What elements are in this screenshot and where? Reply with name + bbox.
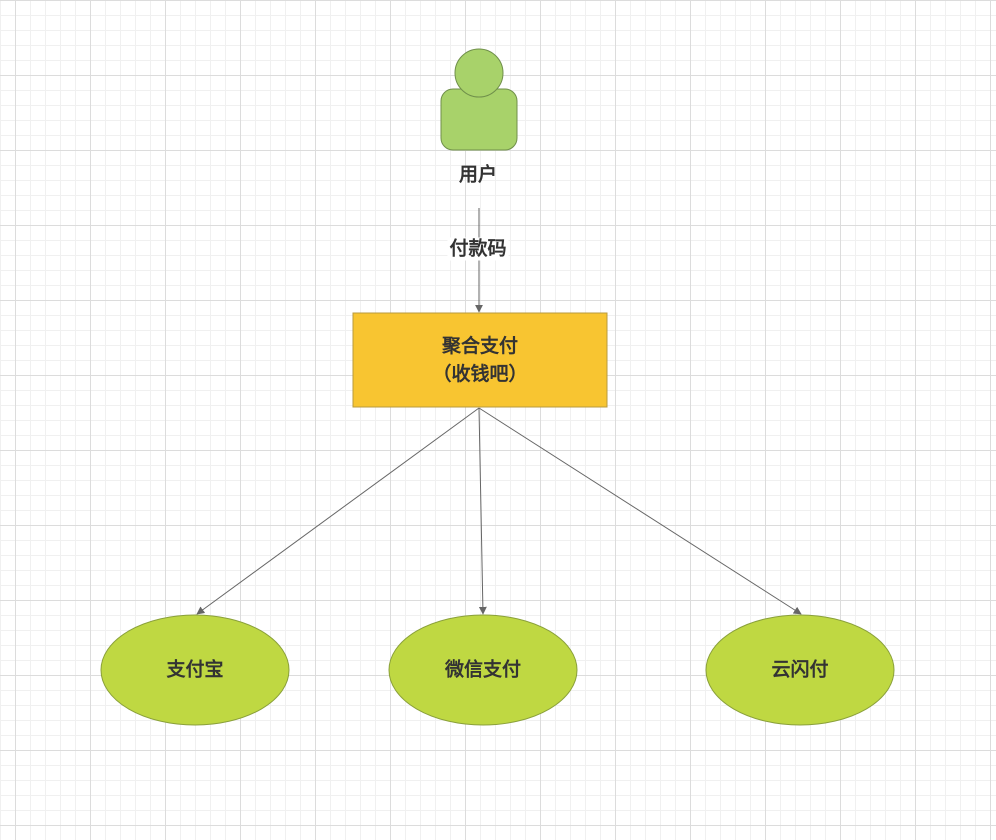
alipay-label: 支付宝: [166, 658, 224, 681]
alipay-node[interactable]: [100, 614, 290, 726]
wechat-label: 微信支付: [444, 658, 522, 681]
edge-hub-to-unionpay: [478, 407, 802, 615]
wechat-node[interactable]: [388, 614, 578, 726]
hub-label-line1: 聚合支付: [441, 335, 519, 357]
user-label: 用户: [458, 163, 498, 186]
hub-box[interactable]: [352, 312, 608, 408]
edge-hub-to-alipay: [196, 407, 480, 615]
unionpay-label: 云闪付: [771, 658, 829, 681]
edge-hub-to-wechat: [478, 407, 487, 615]
hub-label-line2: （收钱吧）: [432, 363, 528, 385]
hub-label: 聚合支付 （收钱吧）: [432, 332, 527, 388]
user-person-icon[interactable]: [440, 48, 518, 151]
edge-label-payment-code: 付款码: [447, 237, 509, 261]
unionpay-node[interactable]: [705, 614, 895, 726]
